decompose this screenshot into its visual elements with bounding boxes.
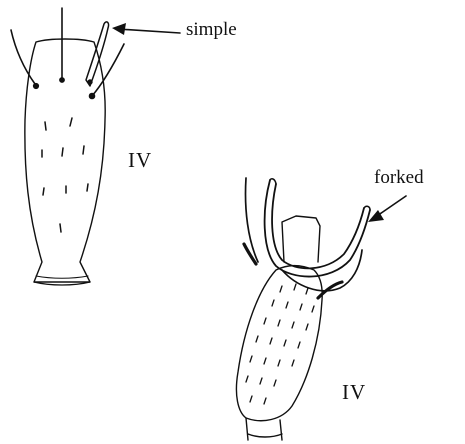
seta-forked-branch-left (265, 180, 370, 277)
surface-spines (42, 118, 88, 232)
segment-apex-cap (282, 216, 320, 262)
arrow-simple (112, 23, 180, 35)
label-segment-iv-left: IV (128, 150, 152, 171)
label-segment-iv-right: IV (342, 382, 366, 403)
label-forked: forked (374, 168, 424, 187)
arrow-forked (368, 196, 406, 222)
label-simple: simple (186, 20, 237, 39)
segment-iv-simple (11, 8, 124, 285)
